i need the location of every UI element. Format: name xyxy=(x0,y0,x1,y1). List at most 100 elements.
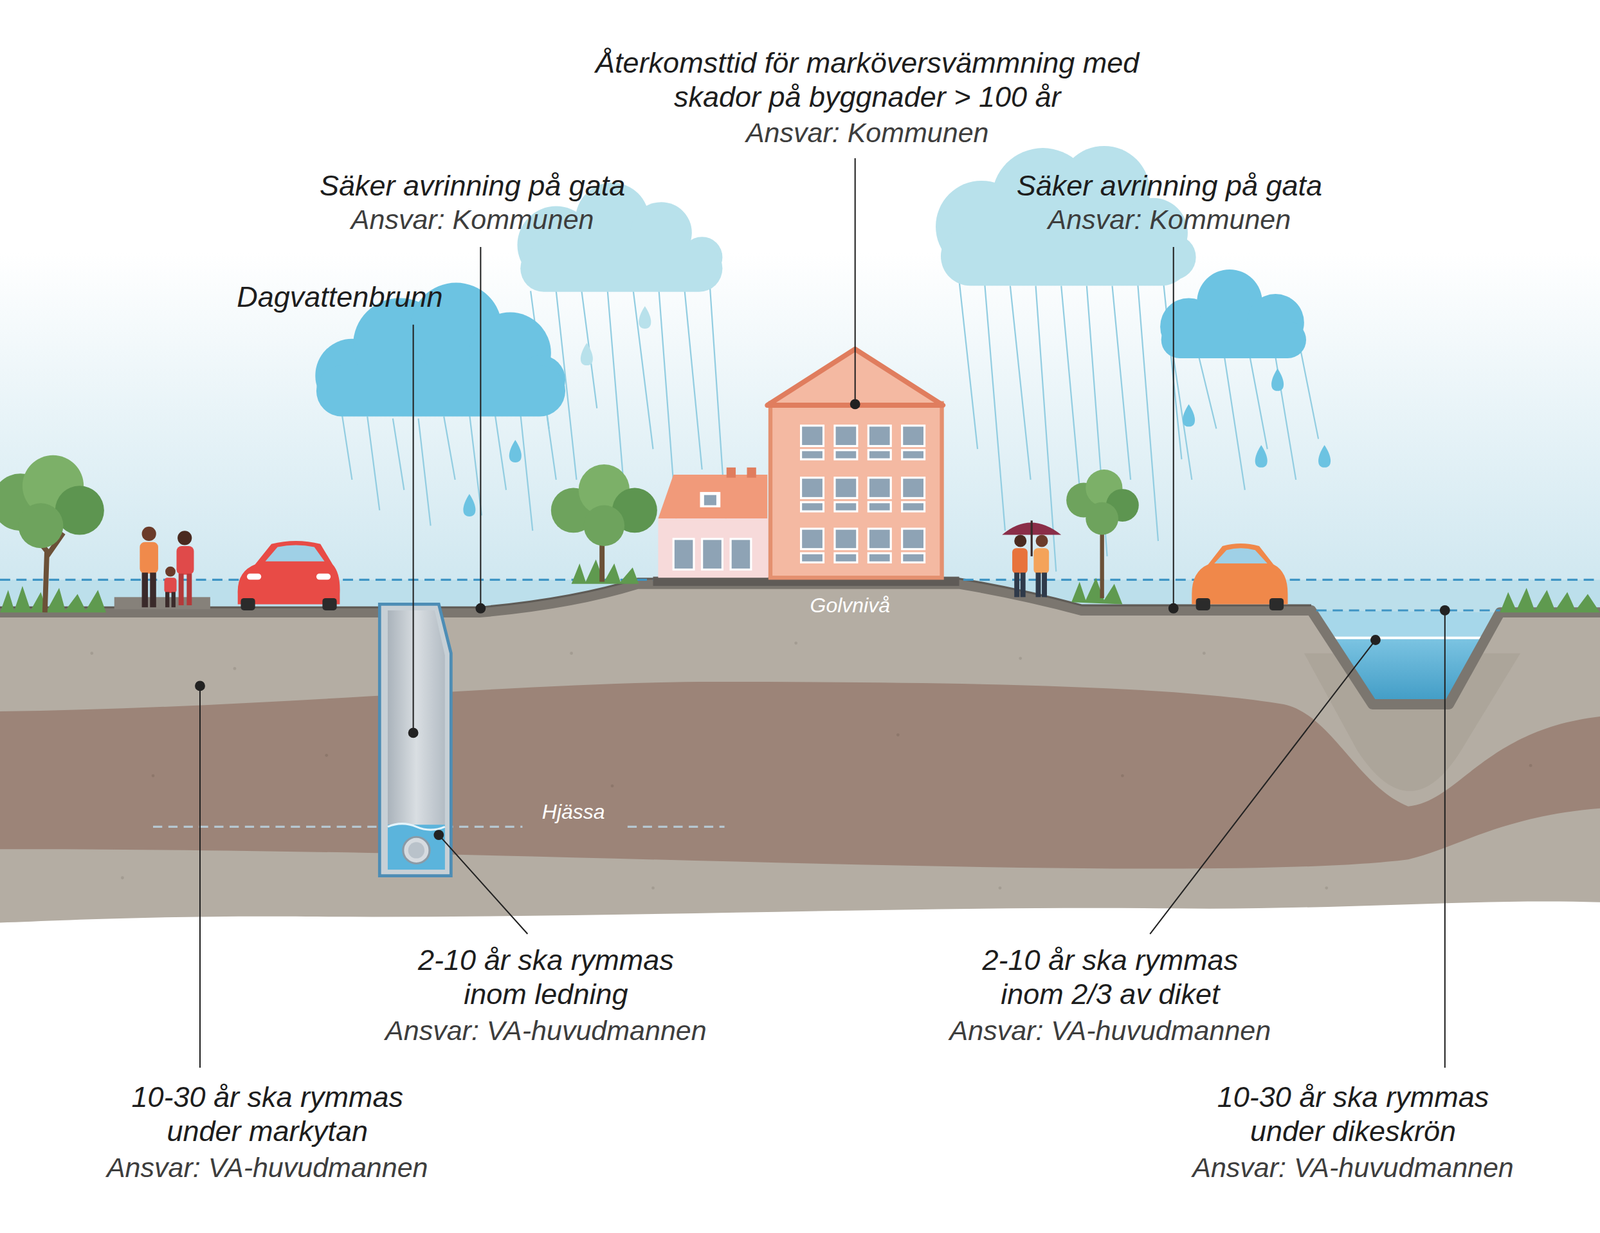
ditch-water-part xyxy=(1311,610,1501,638)
callout-heading: Säker avrinning på gata xyxy=(319,168,626,203)
cars-part xyxy=(1269,598,1284,611)
people-part xyxy=(165,566,176,577)
houses-part xyxy=(657,518,768,578)
level-label: Golvnivå xyxy=(810,593,891,619)
ground-part-part xyxy=(569,651,573,655)
cars xyxy=(237,540,1289,611)
houses-part-part xyxy=(902,477,925,499)
storm-drain-well-part xyxy=(379,603,451,876)
houses-part xyxy=(700,491,721,508)
ground-part-part xyxy=(610,784,615,788)
rain-drops-part xyxy=(1271,368,1284,391)
cars-part xyxy=(1214,547,1268,564)
houses-part-part xyxy=(834,477,858,499)
people-part xyxy=(1030,520,1033,557)
people-part xyxy=(142,572,149,608)
houses-part-part xyxy=(801,450,824,460)
houses-part-part xyxy=(902,528,925,550)
houses-part-part xyxy=(868,502,891,512)
ground-part-part xyxy=(1324,886,1328,890)
responsibility-note: Ansvar: VA-huvudmannen xyxy=(106,1151,429,1184)
storm-drain-well-part xyxy=(387,610,446,870)
trees-part xyxy=(1099,525,1104,599)
people-part xyxy=(177,530,192,545)
storm-drain-well-part xyxy=(387,824,446,870)
houses-part-part xyxy=(801,425,824,447)
houses-part xyxy=(726,467,736,478)
houses-part-part xyxy=(902,425,925,447)
ditch-water-part xyxy=(1329,636,1487,640)
rain-drops-part xyxy=(463,493,476,517)
leader-lines-part xyxy=(479,246,482,609)
houses-part-part xyxy=(834,528,858,550)
rain-part xyxy=(342,408,557,531)
leader-dots-part xyxy=(408,727,419,738)
houses-part-part xyxy=(801,477,824,499)
leader-dots xyxy=(194,398,1451,840)
callout-heading: Säker avrinning på gata xyxy=(1016,168,1323,203)
ground-part-part xyxy=(896,733,900,737)
storm-drain-well-part xyxy=(387,823,446,831)
grass-part xyxy=(1071,577,1123,604)
leader-dots-part xyxy=(1439,605,1451,616)
leader-lines-part xyxy=(1172,246,1175,609)
ground-part-part xyxy=(324,753,328,757)
houses-part-part xyxy=(902,502,925,512)
ground-part-part xyxy=(998,886,1002,890)
houses-part-part xyxy=(868,450,891,460)
houses-part-part xyxy=(868,425,891,447)
ground xyxy=(0,583,1600,923)
people-part xyxy=(1036,572,1042,597)
ground-part-part xyxy=(233,666,237,671)
houses-part-part xyxy=(868,477,891,499)
ground-part-part xyxy=(1018,656,1022,660)
responsibility-note: Ansvar: VA-huvudmannen xyxy=(385,1014,707,1047)
clouds-part-part xyxy=(1161,321,1307,359)
people-part xyxy=(1036,535,1049,548)
people-part xyxy=(1020,572,1026,597)
cars-part xyxy=(237,540,341,604)
level-label: Hjässa xyxy=(542,800,606,825)
callout-heading: Återkomsttid för marköversvämmning med s… xyxy=(590,45,1145,114)
leader-lines-part xyxy=(199,685,201,1068)
houses-part xyxy=(770,403,943,578)
people-part xyxy=(165,591,170,608)
people-part xyxy=(186,573,192,606)
people-part xyxy=(171,591,176,608)
cars-part xyxy=(316,573,331,581)
rain-drops-part xyxy=(1182,403,1195,427)
houses-part-part xyxy=(801,528,824,550)
houses-part xyxy=(657,474,768,519)
ground-part xyxy=(90,641,1328,890)
leader-dots-part xyxy=(475,603,486,614)
cars-part xyxy=(246,573,262,581)
leader-lines-part xyxy=(854,158,856,404)
leader-dots-part xyxy=(850,398,861,410)
leader-dots-part xyxy=(194,680,206,691)
clouds-part-part xyxy=(316,365,566,417)
leader-dots-part xyxy=(1168,603,1179,614)
leader-lines-part xyxy=(1444,610,1446,1068)
responsibility-note: Ansvar: Kommunen xyxy=(745,116,990,150)
people-part xyxy=(163,577,177,593)
trees-part xyxy=(583,505,625,546)
people-part xyxy=(1014,535,1027,548)
ground-part-part xyxy=(1202,651,1206,655)
rain-drops-part xyxy=(580,342,593,366)
people-part xyxy=(149,572,157,608)
houses-part xyxy=(702,538,723,570)
trees-part xyxy=(1085,502,1119,536)
leader-dots-part xyxy=(1370,634,1381,646)
rain-part xyxy=(1173,351,1319,490)
clouds-part-part xyxy=(940,226,1191,286)
houses-part xyxy=(746,467,756,478)
clouds-part-part xyxy=(520,245,723,292)
people xyxy=(139,520,1062,608)
houses-part-part xyxy=(834,553,858,563)
houses-part-part xyxy=(801,553,824,563)
responsibility-note: Ansvar: VA-huvudmannen xyxy=(949,1014,1272,1047)
